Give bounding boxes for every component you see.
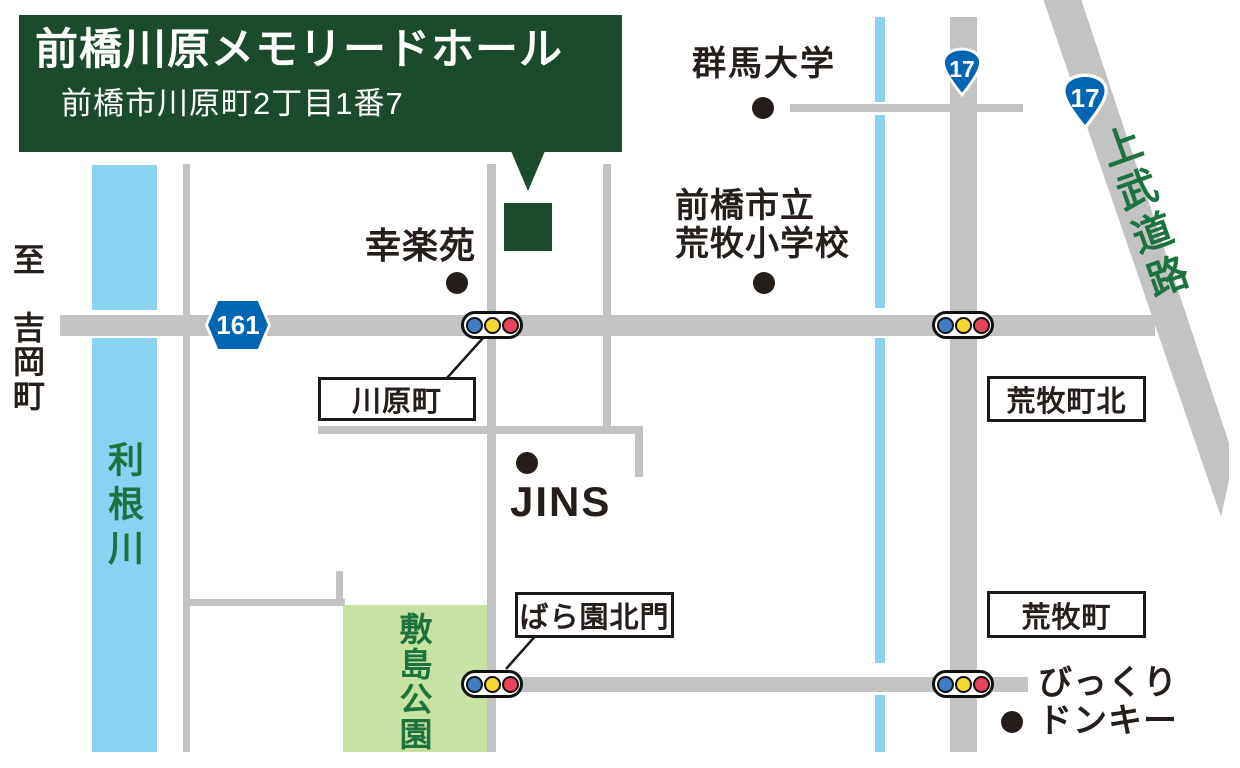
canal-segment-1 (875, 17, 885, 102)
signal-yellow-lamp (483, 316, 501, 334)
route-161-badge: 161 (205, 298, 271, 352)
hall-name: 前橋川原メモリードホール (35, 26, 563, 74)
aramaki-school-label: 前橋市立 荒牧小学校 (675, 187, 850, 263)
road-mid-stub-down (635, 426, 643, 477)
signal-barazono-kitamon (461, 670, 523, 698)
tone-river-upper (92, 165, 157, 310)
road-mid-horizontal (318, 426, 643, 434)
signal-red-lamp (501, 316, 519, 334)
gunma-university-dot (752, 97, 774, 119)
route-161-number: 161 (208, 301, 268, 349)
aramaki-school-line2: 荒牧小学校 (675, 225, 850, 264)
hall-address: 前橋市川原町2丁目1番7 (61, 86, 404, 122)
signal-yellow-lamp (483, 675, 501, 693)
bikkuri-donkey-line2: ドンキー (1038, 702, 1178, 741)
canal-segment-2 (875, 115, 885, 308)
canal-segment-3 (875, 338, 885, 663)
destination-marker (504, 203, 552, 251)
jins-label: JINS (510, 478, 612, 525)
jins-dot (516, 452, 538, 474)
intersection-label: 荒牧町北 (1006, 386, 1127, 418)
route-17-number-main: 17 (949, 56, 974, 82)
signal-aramakimachi (932, 670, 994, 698)
road-bottom-horizontal (497, 677, 1028, 692)
kourakuen-dot (446, 272, 468, 294)
bikkuri-donkey-dot (1001, 711, 1023, 733)
callout-pointer (511, 151, 545, 191)
signal-yellow-lamp (954, 316, 972, 334)
signal-yellow-lamp (954, 675, 972, 693)
intersection-box-aramakimachi-kita: 荒牧町北 (987, 376, 1146, 422)
road-university-horizontal (790, 104, 1023, 112)
road-kawahara-vertical (487, 164, 496, 752)
leader-line-barazono (505, 632, 539, 670)
signal-red-lamp (972, 675, 990, 693)
road-mid-vertical (603, 164, 611, 434)
tone-river-label: 利根川 (103, 441, 144, 573)
signal-red-lamp (501, 675, 519, 693)
signal-blue-lamp (465, 675, 483, 693)
signal-red-lamp (972, 316, 990, 334)
signal-blue-lamp (465, 316, 483, 334)
shikishima-park-label: 敷島公園 (395, 612, 432, 752)
intersection-label: 荒牧町 (1021, 601, 1112, 634)
signal-blue-lamp (936, 675, 954, 693)
road-park-north-stub-up (336, 571, 343, 606)
signal-aramakimachi-kita (932, 311, 994, 339)
direction-yoshioka-label: 至 吉岡町 (9, 243, 45, 413)
signal-kawaharamachi (461, 311, 523, 339)
road-park-north-horizontal (185, 599, 345, 606)
intersection-box-aramakimachi: 荒牧町 (987, 591, 1146, 638)
route-17-badge-bypass: 17 (1062, 73, 1108, 130)
destination-callout: 前橋川原メモリードホール 前橋市川原町2丁目1番7 (19, 15, 622, 152)
aramaki-school-line1: 前橋市立 (675, 187, 815, 225)
route-17-badge-main: 17 (942, 47, 982, 98)
bikkuri-donkey-label: びっくり ドンキー (1038, 664, 1178, 740)
intersection-box-kawaharamachi: 川原町 (318, 377, 476, 421)
aramaki-school-dot (753, 272, 775, 294)
route-17-number-bypass: 17 (1070, 83, 1099, 113)
intersection-label: ばら園北門 (519, 602, 670, 634)
bikkuri-donkey-line1: びっくり (1038, 664, 1178, 702)
kourakuen-label: 幸楽苑 (365, 225, 477, 266)
canal-segment-4 (875, 695, 885, 752)
gunma-university-label: 群馬大学 (692, 45, 836, 83)
signal-blue-lamp (936, 316, 954, 334)
jobu-bypass-road (1043, 0, 1229, 517)
road-left-vertical (183, 164, 190, 752)
intersection-label: 川原町 (351, 386, 442, 418)
leader-line-kawaharamachi (446, 337, 484, 379)
intersection-box-barazono-kitamon: ばら園北門 (515, 592, 674, 638)
road-route17-vertical (950, 17, 977, 752)
tone-river-lower (92, 338, 157, 752)
